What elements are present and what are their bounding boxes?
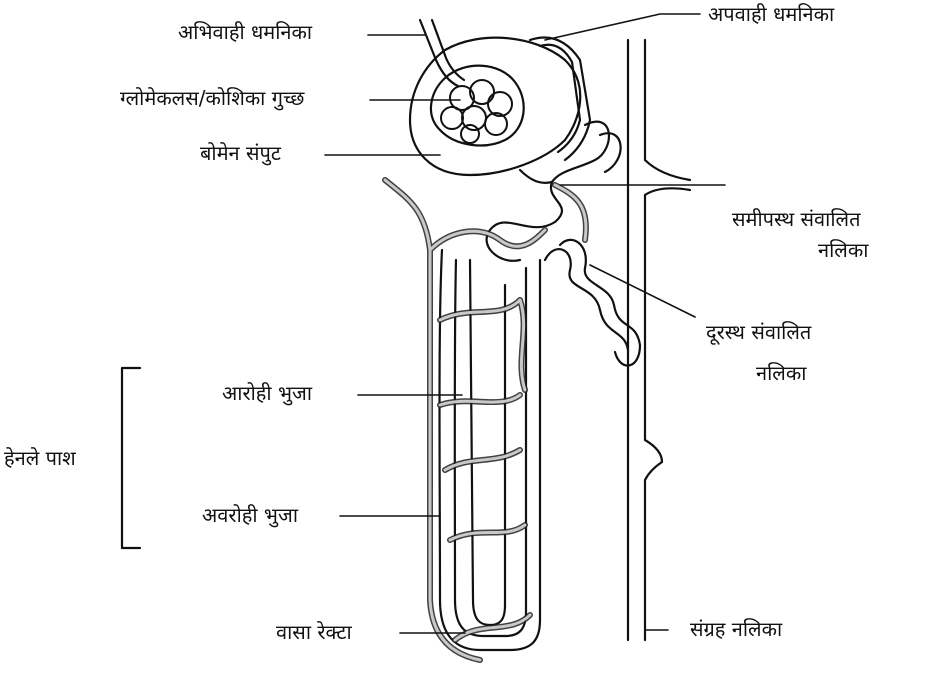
henle-bracket bbox=[122, 368, 140, 548]
descending-limb-inner bbox=[455, 260, 526, 636]
label-bowman-capsule: बोमेन संपुट bbox=[200, 141, 281, 166]
label-dct-line1: दूरस्थ संवालित bbox=[706, 320, 811, 345]
proximal-convoluted-tubule bbox=[487, 122, 621, 261]
label-pct-line1: समीपस्थ संवालित bbox=[732, 207, 861, 232]
pct-bowman-junction bbox=[520, 170, 552, 183]
peritubular-capillaries bbox=[385, 180, 586, 660]
collecting-duct bbox=[628, 40, 690, 640]
label-collecting-duct: संग्रह नलिका bbox=[690, 617, 782, 642]
label-efferent-arteriole: अपवाही धमनिका bbox=[708, 2, 834, 27]
label-dct-line2: नलिका bbox=[756, 361, 806, 386]
distal-convoluted-tubule bbox=[545, 240, 640, 366]
label-afferent-arteriole: अभिवाही धमनिका bbox=[178, 20, 312, 45]
glomerulus-tuft bbox=[441, 80, 512, 143]
label-glomerulus: ग्लोमेकलस/कोशिका गुच्छ bbox=[120, 86, 304, 111]
peritubular-capillaries-inner bbox=[385, 180, 586, 660]
label-descending-limb: अवरोही भुजा bbox=[202, 503, 298, 528]
label-pct-line2: नलिका bbox=[818, 238, 868, 263]
label-vasa-recta: वासा रेक्टा bbox=[276, 620, 352, 645]
label-ascending-limb: आरोही भुजा bbox=[222, 381, 312, 406]
label-henle-loop: हेनले पाश bbox=[4, 446, 76, 471]
